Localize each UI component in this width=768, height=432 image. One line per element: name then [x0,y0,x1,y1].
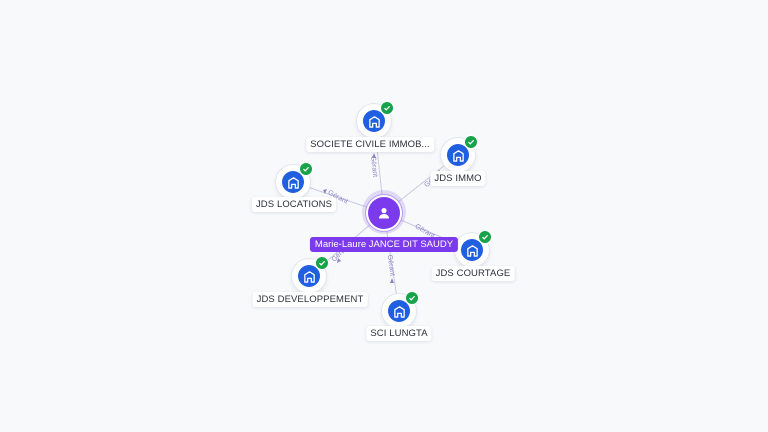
building-icon [298,265,320,287]
company-label[interactable]: JDS LOCATIONS [251,197,337,212]
check-circle-icon [315,256,329,270]
company-node-sci-lungta[interactable] [382,291,419,328]
company-label[interactable]: SOCIETE CIVILE IMMOB... [306,137,434,152]
company-label[interactable]: JDS IMMO [430,171,486,186]
building-icon [282,171,304,193]
building-icon [388,300,410,322]
arrow-icon [372,153,376,158]
company-label[interactable]: JDS COURTAGE [431,266,515,281]
building-icon [363,110,385,132]
person-node[interactable] [368,197,400,229]
company-node-jds-locations[interactable] [276,162,313,199]
company-label[interactable]: SCI LUNGTA [366,326,432,341]
company-node-societe-civile-immob[interactable] [357,101,394,138]
arrow-icon [337,258,341,263]
company-label[interactable]: JDS DEVELOPPEMENT [252,292,368,307]
check-circle-icon [380,101,394,115]
user-icon [379,208,389,219]
arrow-icon [323,189,327,194]
check-circle-icon [478,230,492,244]
building-icon [461,239,483,261]
check-circle-icon [464,135,478,149]
company-node-jds-developpement[interactable] [292,256,329,293]
building-icon [447,144,469,166]
person-name-label[interactable]: Marie-Laure JANCE DIT SAUDY [309,237,459,252]
arrow-icon [390,278,394,283]
check-circle-icon [299,162,313,176]
check-circle-icon [405,291,419,305]
company-node-jds-immo[interactable] [441,135,478,172]
company-node-jds-courtage[interactable] [455,230,492,267]
